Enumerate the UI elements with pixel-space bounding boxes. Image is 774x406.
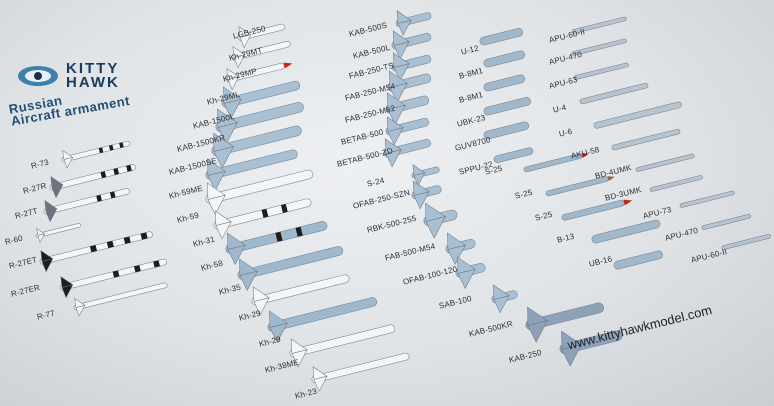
bomb-col3 — [411, 164, 440, 187]
pod-col4 — [483, 97, 531, 116]
bomb-col3 — [411, 180, 442, 210]
pylon-col5 — [679, 190, 735, 208]
missile-r77 — [73, 282, 168, 317]
pylon-col5 — [721, 234, 771, 250]
missile-r27t — [43, 188, 130, 223]
bomb-col3 — [391, 30, 432, 60]
pod-col4 — [613, 250, 663, 270]
bomb-col3 — [387, 70, 432, 103]
pod-col4 — [493, 147, 534, 163]
brand-logo: KITTY HAWK — [14, 58, 164, 100]
store-col2 — [225, 62, 293, 91]
store-col2 — [237, 23, 285, 49]
store-col2 — [205, 149, 298, 191]
bomb-col3 — [385, 116, 430, 146]
store-col2 — [267, 297, 378, 343]
bomb-col3 — [395, 10, 432, 36]
bomb-col3 — [525, 302, 605, 343]
pod-col4 — [561, 199, 633, 221]
pod-col4 — [591, 219, 661, 244]
hawk-eye-icon — [18, 66, 58, 86]
bomb-col3 — [559, 330, 623, 367]
store-col2 — [225, 221, 328, 265]
store-col2 — [251, 274, 350, 316]
store-col2 — [231, 40, 291, 69]
pod-col4 — [479, 28, 524, 46]
pod-col4 — [483, 50, 526, 68]
pylon-col5 — [611, 128, 681, 151]
brand-name-line2: HAWK — [66, 74, 120, 91]
pylon-col5 — [649, 175, 703, 192]
pylon-col5 — [593, 101, 682, 129]
store-col2 — [221, 80, 301, 119]
bomb-col3 — [455, 256, 486, 289]
pylon-col5 — [573, 62, 629, 80]
bomb-col3 — [391, 52, 432, 82]
bomb-col3 — [423, 202, 458, 239]
pod-col4 — [523, 153, 590, 173]
bomb-col3 — [383, 138, 431, 168]
pylon-col5 — [701, 214, 751, 230]
pylon-col5 — [579, 82, 649, 105]
pod-col4 — [483, 121, 530, 140]
pylon-col5 — [571, 16, 627, 34]
missile-r27er — [59, 258, 168, 299]
store-col2 — [211, 125, 302, 169]
store-col2 — [311, 352, 410, 392]
missile-r73 — [61, 140, 131, 169]
store-col2 — [215, 102, 304, 145]
missile-r60 — [35, 223, 81, 244]
store-col2 — [205, 169, 314, 215]
pod-col4 — [483, 74, 526, 92]
missile-r27et — [39, 231, 153, 273]
brand-name-line1: KITTY — [66, 60, 120, 77]
pylon-col5 — [571, 38, 627, 56]
pod-col4 — [545, 176, 615, 197]
store-col2 — [237, 246, 344, 291]
pylon-col5 — [635, 153, 695, 172]
bomb-col3 — [445, 232, 476, 265]
store-col2 — [289, 324, 396, 368]
bomb-col3 — [385, 92, 430, 125]
missile-r27r — [49, 164, 136, 199]
bomb-col3 — [491, 284, 518, 314]
store-col2 — [213, 198, 312, 240]
